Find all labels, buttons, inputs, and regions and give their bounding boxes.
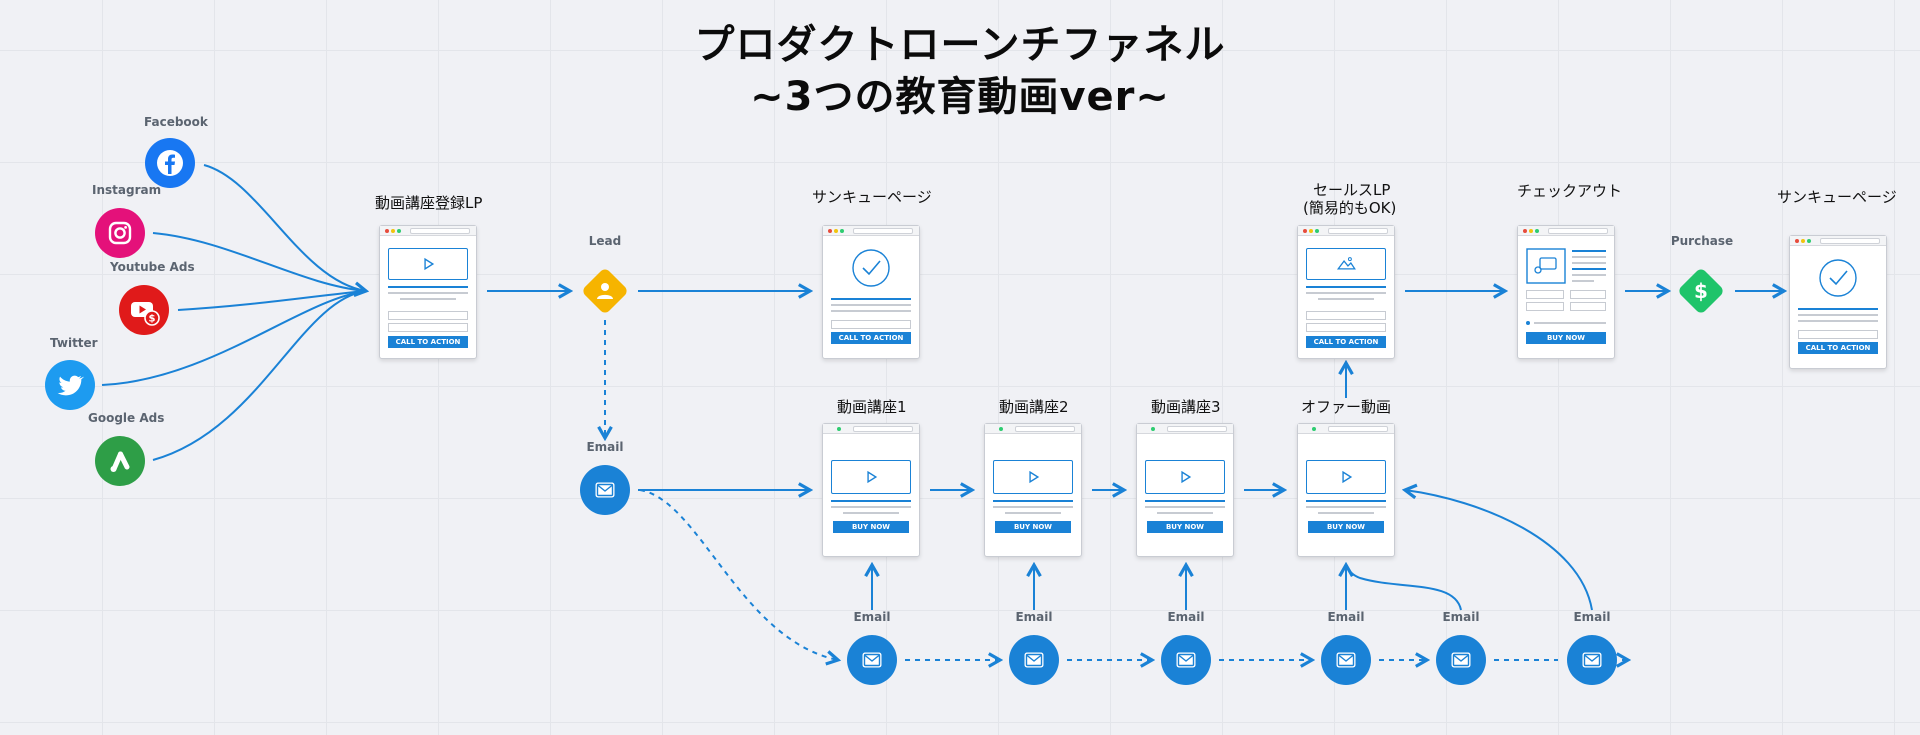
email-icon-3[interactable] bbox=[1161, 635, 1211, 685]
lead-label: Lead bbox=[588, 234, 622, 248]
checkmark-icon bbox=[1819, 259, 1857, 297]
user-icon bbox=[581, 267, 629, 315]
thankyou2-label: サンキューページ bbox=[1777, 188, 1897, 206]
email-icon-5[interactable] bbox=[1436, 635, 1486, 685]
source-label-instagram: Instagram bbox=[92, 183, 162, 197]
registration-lp-page[interactable]: CALL TO ACTION bbox=[379, 225, 477, 359]
thankyou2-page[interactable]: CALL TO ACTION bbox=[1789, 235, 1887, 369]
svg-text:$: $ bbox=[149, 314, 156, 325]
edge-facebook-lp bbox=[203, 164, 366, 291]
video1-label: 動画講座1 bbox=[837, 398, 907, 416]
sales-lp-label-line1: セールスLP bbox=[1313, 181, 1391, 199]
thankyou1-page[interactable]: CALL TO ACTION bbox=[822, 225, 920, 359]
thankyou1-cta-button[interactable]: CALL TO ACTION bbox=[831, 332, 911, 344]
play-icon bbox=[424, 257, 435, 271]
checkout-buy-button[interactable]: BUY NOW bbox=[1526, 332, 1606, 344]
email-label-6: Email bbox=[1573, 610, 1611, 624]
registration-lp-label: 動画講座登録LP bbox=[375, 194, 483, 212]
instagram-icon[interactable] bbox=[95, 208, 145, 258]
play-icon bbox=[1342, 470, 1353, 484]
email-label-1: Email bbox=[853, 610, 891, 624]
edge-twitter-lp bbox=[101, 290, 367, 386]
play-icon bbox=[1029, 470, 1040, 484]
edge-instagram-lp bbox=[152, 232, 367, 292]
email-label-2: Email bbox=[1015, 610, 1053, 624]
video2-label: 動画講座2 bbox=[999, 398, 1069, 416]
edge-youtube-lp bbox=[177, 290, 367, 311]
sales-lp-label-line2: (簡易的もOK) bbox=[1303, 199, 1397, 217]
play-icon bbox=[867, 470, 878, 484]
email-label-4: Email bbox=[1327, 610, 1365, 624]
title-line2: ~3つの教育動画ver~ bbox=[750, 74, 1170, 120]
play-icon bbox=[1181, 470, 1192, 484]
twitter-icon[interactable] bbox=[45, 360, 95, 410]
sales-lp-cta-button[interactable]: CALL TO ACTION bbox=[1306, 336, 1386, 348]
video1-buy-button[interactable]: BUY NOW bbox=[833, 521, 909, 533]
edge-email-email1 bbox=[639, 489, 838, 660]
source-label-facebook: Facebook bbox=[144, 115, 208, 129]
offer-video-label: オファー動画 bbox=[1301, 398, 1392, 416]
checkmark-icon bbox=[852, 249, 890, 287]
video3-label: 動画講座3 bbox=[1151, 398, 1221, 416]
source-label-twitter: Twitter bbox=[50, 336, 98, 350]
checkout-label: チェックアウト bbox=[1517, 182, 1623, 200]
thankyou2-cta-button[interactable]: CALL TO ACTION bbox=[1798, 342, 1878, 354]
sales-lp-page[interactable]: CALL TO ACTION bbox=[1297, 225, 1395, 359]
registration-lp-cta-button[interactable]: CALL TO ACTION bbox=[388, 336, 468, 348]
dollar-icon: $ bbox=[1677, 267, 1725, 315]
offer-video-page[interactable]: BUY NOW bbox=[1297, 423, 1395, 557]
email-label-lead: Email bbox=[586, 440, 624, 454]
email-label-5: Email bbox=[1442, 610, 1480, 624]
video2-buy-button[interactable]: BUY NOW bbox=[995, 521, 1071, 533]
edge-email6-offer bbox=[1405, 490, 1593, 611]
svg-text:$: $ bbox=[1694, 279, 1708, 303]
offer-video-buy-button[interactable]: BUY NOW bbox=[1308, 521, 1384, 533]
email-icon-1[interactable] bbox=[847, 635, 897, 685]
video3-page[interactable]: BUY NOW bbox=[1136, 423, 1234, 557]
edge-google-lp bbox=[152, 290, 367, 461]
youtube-ads-icon[interactable]: $ bbox=[119, 285, 169, 335]
email-label-3: Email bbox=[1167, 610, 1205, 624]
google-ads-icon[interactable] bbox=[95, 436, 145, 486]
checkout-page[interactable]: BUY NOW bbox=[1517, 225, 1615, 359]
source-label-google-ads: Google Ads bbox=[88, 411, 165, 425]
thankyou1-label: サンキューページ bbox=[812, 188, 932, 206]
email-icon-lead[interactable] bbox=[580, 465, 630, 515]
source-label-youtube-ads: Youtube Ads bbox=[110, 260, 195, 274]
credit-card-icon bbox=[1526, 248, 1566, 284]
video2-page[interactable]: BUY NOW bbox=[984, 423, 1082, 557]
video1-page[interactable]: BUY NOW bbox=[822, 423, 920, 557]
video3-buy-button[interactable]: BUY NOW bbox=[1147, 521, 1223, 533]
title-line1: プロダクトローンチファネル bbox=[694, 22, 1226, 68]
image-icon bbox=[1336, 257, 1356, 270]
facebook-icon[interactable] bbox=[145, 138, 195, 188]
email-icon-2[interactable] bbox=[1009, 635, 1059, 685]
email-icon-4[interactable] bbox=[1321, 635, 1371, 685]
purchase-label: Purchase bbox=[1670, 234, 1734, 248]
edge-email5-offer bbox=[1345, 564, 1462, 611]
email-icon-6[interactable] bbox=[1567, 635, 1617, 685]
